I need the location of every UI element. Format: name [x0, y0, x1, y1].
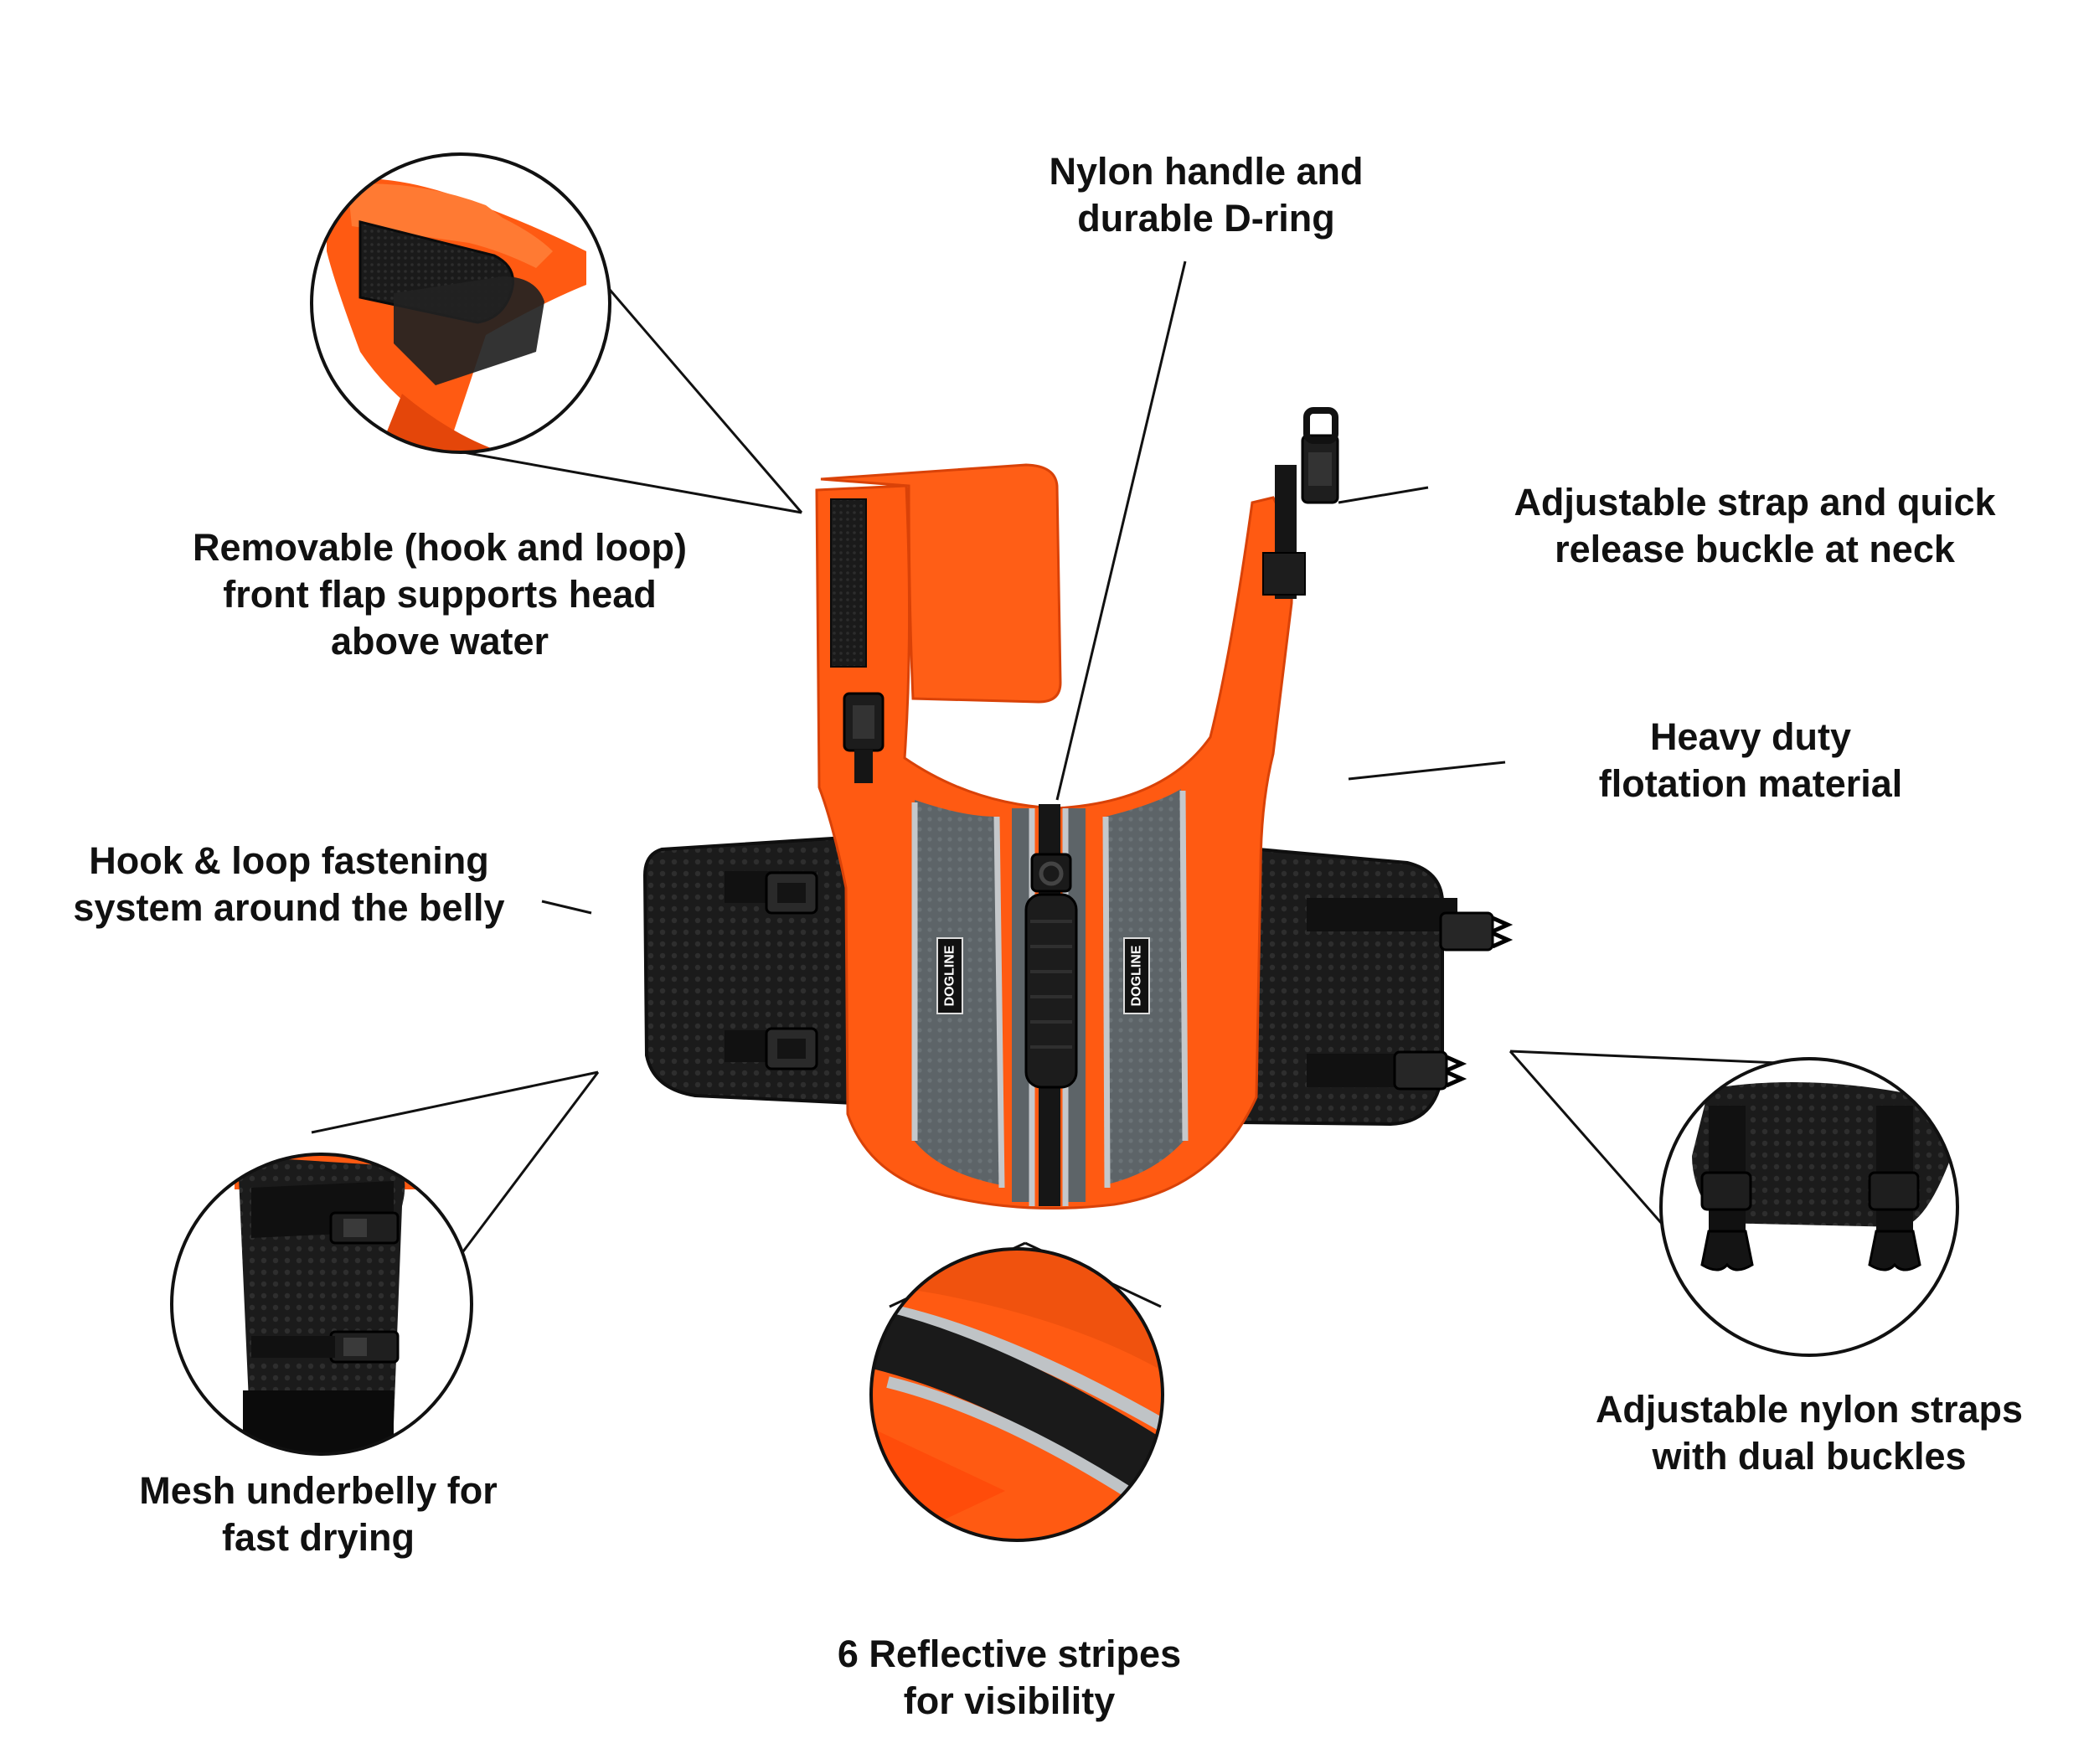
reflective-stripe-5	[1102, 816, 1111, 1189]
callout-neck-strap: Adjustable strap and quick release buckl…	[1466, 479, 2044, 573]
mesh-underbelly-detail-icon	[170, 1153, 473, 1456]
callout-neck-strap-line-1: Adjustable strap and quick	[1514, 481, 1996, 524]
callout-straps: Adjustable nylon straps with dual buckle…	[1533, 1386, 2086, 1480]
callout-mesh-line-1: Mesh underbelly for	[139, 1469, 498, 1512]
reflective-stripe-6	[1179, 790, 1189, 1142]
brand-tag-right: DOGLINE	[1123, 937, 1150, 1014]
callout-straps-line-2: with dual buckles	[1652, 1435, 1967, 1478]
handle-d-ring-icon	[1024, 853, 1078, 1089]
callout-reflective-line-1: 6 Reflective stripes	[837, 1632, 1182, 1675]
callout-flap: Removable (hook and loop) front flap sup…	[172, 524, 708, 665]
mesh-detail-buckle-bottom	[329, 1330, 400, 1364]
connector-straps-lower	[1509, 1050, 1670, 1232]
connector-handle	[1055, 260, 1187, 801]
callout-neck-strap-line-2: release buckle at neck	[1555, 528, 1955, 570]
buckle-left-top-icon	[765, 871, 818, 915]
callout-reflective-line-2: for visibility	[903, 1679, 1116, 1722]
reflective-stripe-2	[993, 816, 1005, 1189]
callout-handle: Nylon handle and durable D-ring	[938, 148, 1474, 242]
callout-flotation: Heavy duty flotation material	[1499, 714, 2002, 807]
buckle-right-top-icon	[1439, 911, 1514, 952]
callout-belly-line-1: Hook & loop fastening	[89, 839, 489, 882]
buckle-left-bottom-icon	[765, 1027, 818, 1070]
callout-straps-line-1: Adjustable nylon straps	[1595, 1388, 2024, 1431]
callout-belly-line-2: system around the belly	[73, 886, 505, 929]
flap-velcro-strip	[830, 498, 867, 668]
right-strap-top	[1307, 898, 1457, 931]
callout-connectors	[311, 224, 1818, 1308]
mesh-detail-buckle-top	[329, 1211, 400, 1245]
buckle-right-bottom-icon	[1393, 1050, 1467, 1091]
callout-reflective: 6 Reflective stripes for visibility	[758, 1631, 1261, 1725]
front-flap	[820, 463, 1062, 704]
brand-tag-left: DOGLINE	[936, 937, 963, 1014]
neck-buckle-icon	[1301, 407, 1339, 504]
life-vest: DOGLINE DOGLINE	[642, 407, 1514, 1210]
callout-flap-line-2: front flap supports head	[223, 573, 657, 616]
callout-mesh: Mesh underbelly for fast drying	[67, 1467, 570, 1561]
chest-buckle-icon	[843, 692, 885, 783]
velcro-flap-detail-icon	[310, 152, 611, 454]
connector-flotation	[1348, 761, 1506, 781]
connector-mesh-upper	[311, 1070, 599, 1134]
connector-flap-lower	[439, 446, 802, 514]
connector-straps-upper	[1509, 1050, 1818, 1066]
callout-handle-line-1: Nylon handle and	[1049, 150, 1364, 193]
neck-strap-keeper	[1262, 552, 1306, 596]
callout-handle-line-2: durable D-ring	[1077, 197, 1335, 240]
connector-neck-strap	[1338, 486, 1429, 504]
dual-buckle-detail-icon	[1659, 1057, 1959, 1357]
callout-mesh-line-2: fast drying	[221, 1516, 415, 1559]
callout-flotation-line-2: flotation material	[1598, 762, 1903, 805]
callout-belly: Hook & loop fastening system around the …	[34, 838, 544, 931]
svg-text:DOGLINE: DOGLINE	[1130, 945, 1144, 1006]
callout-flap-line-3: above water	[330, 620, 549, 663]
reflective-stripe-detail-icon	[869, 1247, 1164, 1542]
callout-flap-line-1: Removable (hook and loop)	[192, 526, 688, 569]
connector-mesh-lower	[456, 1071, 600, 1259]
connector-belly	[541, 900, 592, 915]
svg-text:DOGLINE: DOGLINE	[943, 945, 957, 1006]
callout-flotation-line-1: Heavy duty	[1649, 715, 1852, 758]
